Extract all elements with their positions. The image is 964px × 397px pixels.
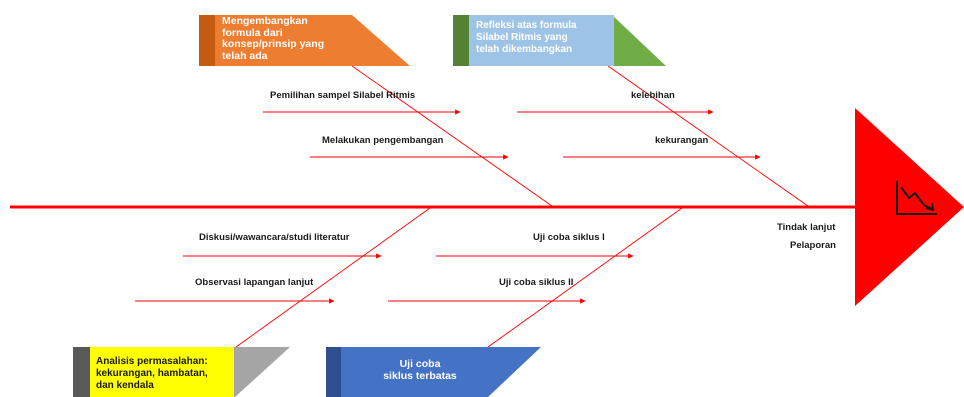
fish-head xyxy=(855,108,964,306)
category-box-top-right xyxy=(453,15,666,66)
bone-bottom-left xyxy=(235,207,431,348)
cause-label-discussion: Diskusi/wawancara/studi literatur xyxy=(199,232,350,243)
cause-label-sample-selection: Pemilihan sampel Silabel Ritmis xyxy=(270,90,416,101)
cause-label-strengths: kelebihan xyxy=(631,90,675,101)
category-box-bottom-left xyxy=(73,347,290,397)
bone-top-right xyxy=(607,65,809,207)
cause-label-trial-cycle-1: Uji coba siklus I xyxy=(533,232,605,243)
bone-bottom-right xyxy=(487,207,683,348)
declining-chart-icon xyxy=(896,181,937,215)
cause-label-development: Melakukan pengembangan xyxy=(322,135,444,146)
cause-label-weaknesses: kekurangan xyxy=(655,135,709,146)
effect-label-reporting: Pelaporan xyxy=(790,240,836,251)
category-label-problem-analysis: Analisis permasalahan: kekurangan, hamba… xyxy=(96,356,208,391)
cause-label-observation: Observasi lapangan lanjut xyxy=(195,277,314,288)
category-label-reflection: Refleksi atas formula Silabel Ritmis yan… xyxy=(476,20,577,55)
category-label-trial: Uji coba siklus terbatas xyxy=(383,358,457,382)
cause-label-trial-cycle-2: Uji coba siklus II xyxy=(499,277,574,288)
category-box-top-left xyxy=(199,15,410,66)
bone-top-left xyxy=(351,65,553,207)
effect-label-follow-up: Tindak lanjut xyxy=(777,222,836,233)
category-label-development: Mengembangkan formula dari konsep/prinsi… xyxy=(222,15,325,62)
category-box-bottom-right xyxy=(326,347,541,397)
